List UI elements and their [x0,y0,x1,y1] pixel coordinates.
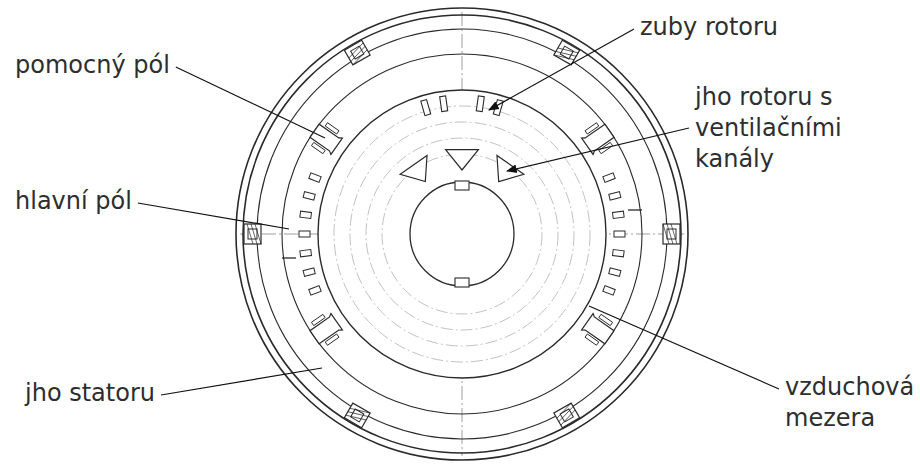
bolt-lug [554,403,580,428]
bolt-lug [244,224,261,244]
part-label: zuby rotoru [640,12,778,43]
part-label: jho rotoru s ventilačními kanály [695,82,910,175]
stator-yoke-outer [257,29,667,439]
leader-line [589,306,779,389]
leader-line [138,203,289,229]
leader-line [489,29,634,110]
rotor-slot [421,100,431,116]
rotor-slot [440,96,448,112]
rotor [318,90,606,378]
ventilation-channel [400,155,427,181]
shaft [410,182,514,286]
housing [236,8,688,460]
leader-line [176,67,325,138]
auxiliary-pole [307,310,345,348]
part-label: vzduchová mezera [785,372,915,434]
part-label: hlavní pól [15,186,132,217]
auxiliary-pole [579,119,617,157]
part-label: pomocný pól [15,50,170,81]
main-pole [603,173,642,295]
keyway [455,181,469,190]
rotor-lamination-line [382,154,542,314]
bolt-lug [663,224,680,244]
rotor-lamination-line [366,138,558,330]
leader-line [507,128,689,171]
part-label: jho statoru [25,378,155,409]
rotor-lamination-line [334,106,590,362]
main-pole [282,173,321,295]
housing [243,15,681,453]
ventilation-channel [446,150,479,170]
machine-figure [236,8,688,460]
rotor-slot [476,96,484,112]
rotor-slot [493,100,503,116]
rotor-lamination-line [350,122,574,346]
stator-yoke-inner [282,54,642,414]
auxiliary-pole [307,119,345,157]
keyway [455,278,469,287]
leader-line [161,368,322,395]
bolt-lug [344,403,370,428]
bolt-lug [344,40,370,65]
